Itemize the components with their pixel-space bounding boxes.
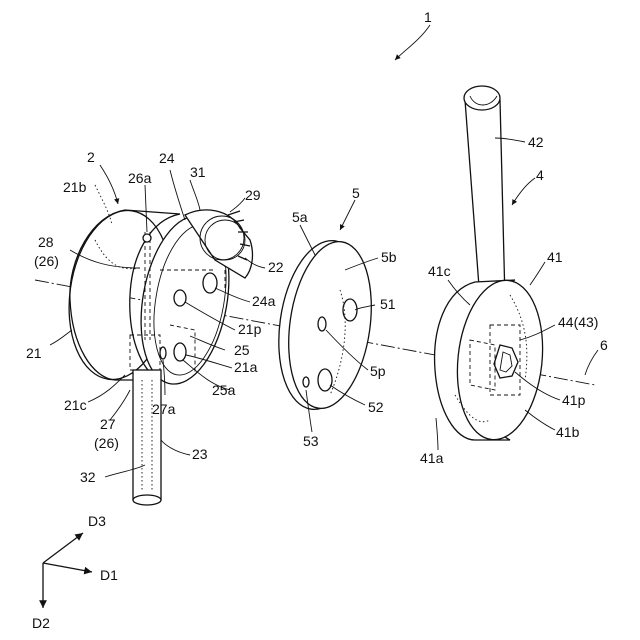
label-21b: 21b [63,179,87,195]
label-41a: 41a [420,450,444,466]
disc-5 [269,235,382,415]
label-52: 52 [368,399,384,415]
pipe-23 [133,370,161,500]
label-27a: 27a [152,401,176,417]
label-26-top: (26) [34,253,59,269]
label-d2: D2 [32,615,50,631]
axis-d1-arrow [43,563,92,572]
label-41b: 41b [556,424,580,440]
label-51: 51 [380,296,396,312]
label-24a: 24a [252,293,276,309]
label-41c: 41c [428,263,451,279]
label-5a: 5a [292,209,308,225]
label-d1: D1 [100,567,118,583]
label-6: 6 [600,337,608,353]
label-25: 25 [234,342,250,358]
tube-26a [143,234,151,242]
label-21a: 21a [234,359,258,375]
label-44-43: 44(43) [558,314,598,330]
label-26a: 26a [128,170,152,186]
label-27: 27 [100,416,116,432]
label-21p: 21p [238,321,262,337]
label-25a: 25a [212,382,236,398]
label-1: 1 [424,9,432,25]
housing-2 [59,204,253,505]
lever-42 [465,100,505,300]
label-53: 53 [303,433,319,449]
label-28: 28 [38,234,54,250]
label-32: 32 [80,469,96,485]
label-21c: 21c [64,397,87,413]
label-21: 21 [26,345,42,361]
label-24: 24 [159,150,175,166]
label-5p: 5p [370,363,386,379]
label-d3: D3 [88,513,106,529]
axis-d3-arrow [43,533,83,563]
direction-axes [43,533,92,608]
label-5: 5 [352,185,360,201]
label-22: 22 [268,259,284,275]
label-23: 23 [192,446,208,462]
label-29: 29 [245,187,261,203]
label-26-bot: (26) [94,435,119,451]
label-5b: 5b [381,249,397,265]
label-4: 4 [536,167,544,183]
label-2: 2 [87,149,95,165]
label-42: 42 [528,134,544,150]
label-31: 31 [190,164,206,180]
label-41p: 41p [562,392,586,408]
label-41: 41 [547,249,563,265]
